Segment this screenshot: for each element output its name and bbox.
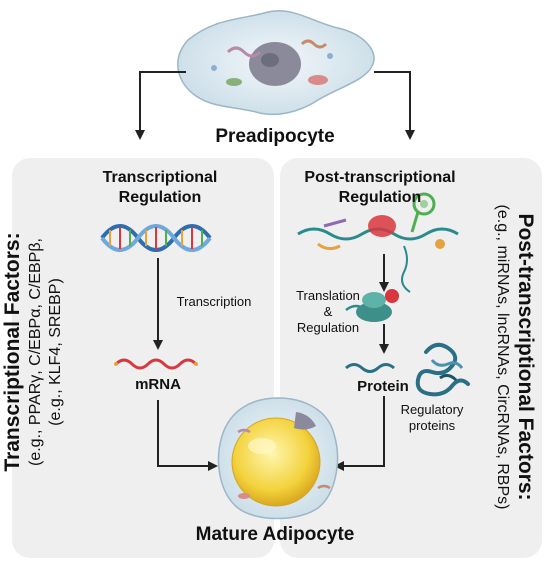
- regulatory-proteins-label: Regulatory proteins: [392, 402, 472, 434]
- preadipocyte-label: Preadipocyte: [215, 126, 335, 147]
- protein-chain-icon: [345, 363, 395, 373]
- preadipocyte-cell-icon: [177, 10, 375, 116]
- mrna-label: mRNA: [135, 376, 181, 393]
- ribosome-icon: [345, 289, 399, 322]
- regulatory-line2: proteins: [408, 418, 456, 433]
- transcriptional-factors-title: Transcriptional Factors:: [1, 232, 24, 472]
- mrna-strand-icon: [114, 358, 198, 370]
- mature-adipocyte-label: Mature Adipocyte: [195, 524, 355, 545]
- arrow-mrna-to-adipocyte: [157, 400, 218, 471]
- post-transcriptional-factors-line2: (e.g., miRNAs, lncRNAs, CircRNAs, RBPs): [494, 204, 511, 510]
- translation-line2: &: [323, 304, 333, 319]
- mature-adipocyte-cell-icon: [217, 397, 339, 520]
- transcriptional-factors-line2: (e.g., PPARγ, C/EBPα, C/EBPβ,: [27, 238, 44, 466]
- dna-helix-icon: [100, 224, 212, 252]
- translation-regulation-label: Translation & Regulation: [288, 288, 368, 336]
- translation-line3: Regulation: [296, 320, 360, 335]
- right-branch-title-line1: Post-transcriptional: [304, 169, 456, 186]
- left-branch-title: Transcriptional Regulation: [70, 168, 250, 208]
- transcription-label: Transcription: [176, 294, 252, 309]
- rna-complex-icon: [297, 192, 459, 293]
- post-transcriptional-factors-side-text: Post-transcriptional Factors: (e.g., miR…: [488, 172, 538, 542]
- arrow-to-right-branch: [374, 71, 415, 140]
- post-transcriptional-factors-title: Post-transcriptional Factors:: [514, 213, 537, 501]
- right-branch-title: Post-transcriptional Regulation: [290, 168, 470, 208]
- translation-line1: Translation: [296, 288, 360, 303]
- protein-label: Protein: [357, 378, 409, 395]
- regulatory-line1: Regulatory: [400, 402, 464, 417]
- left-branch-title-line1: Transcriptional: [102, 169, 218, 186]
- arrow-protein-to-adipocyte: [334, 396, 385, 471]
- folded-protein-icon: [415, 342, 470, 397]
- transcriptional-factors-line3: (e.g., KLF4, SREBP): [47, 278, 64, 426]
- transcriptional-factors-side-text: Transcriptional Factors: (e.g., PPARγ, C…: [0, 182, 80, 522]
- right-branch-title-line2: Regulation: [338, 189, 422, 206]
- arrow-to-left-branch: [135, 71, 186, 140]
- left-branch-title-line2: Regulation: [118, 189, 202, 206]
